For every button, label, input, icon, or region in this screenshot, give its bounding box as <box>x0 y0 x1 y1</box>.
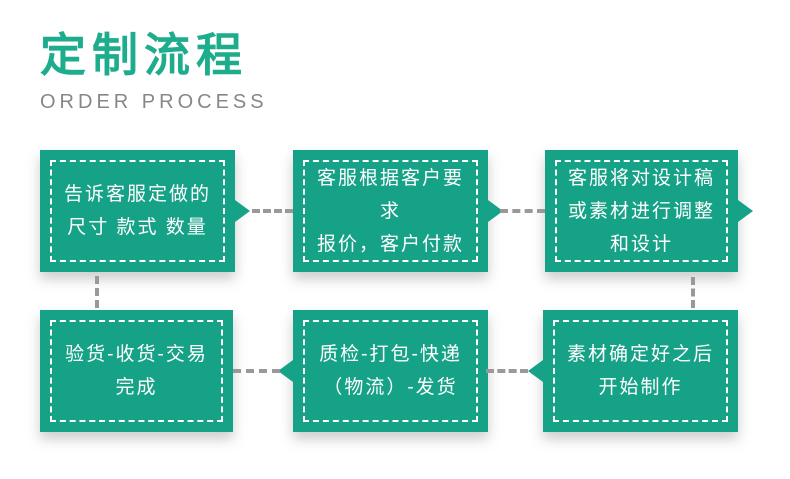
step-box-4: 素材确定好之后 开始制作 <box>528 310 738 432</box>
step-box-1: 告诉客服定做的 尺寸 款式 数量 <box>40 150 250 272</box>
arrow-right-icon <box>235 200 250 222</box>
step-text: 验货-收货-交易 完成 <box>65 344 208 398</box>
step-box-3: 客服将对设计稿 或素材进行调整 和设计 <box>545 150 753 272</box>
dashed-connector-step3-step4 <box>691 277 695 308</box>
dashed-connector-step5-step6 <box>233 369 280 373</box>
arrow-right-icon <box>488 200 503 222</box>
dashed-connector-step1-step2 <box>252 209 293 213</box>
page-title: 定制流程 <box>40 29 248 81</box>
dashed-connector-step4-step5 <box>486 369 528 373</box>
dashed-connector-step1-step6 <box>95 276 99 308</box>
header: 定制流程 ORDER PROCESS <box>40 28 268 114</box>
arrow-left-icon <box>528 360 543 382</box>
step-text: 素材确定好之后 开始制作 <box>566 344 714 398</box>
step-text: 告诉客服定做的 尺寸 款式 数量 <box>63 184 211 238</box>
step-text: 客服根据客户要求 报价，客户付款 <box>316 167 464 255</box>
step-text: 客服将对设计稿 或素材进行调整 和设计 <box>567 167 715 255</box>
step-box-5: 质检-打包-快递 （物流）-发货 <box>278 310 488 432</box>
arrow-left-icon <box>278 360 293 382</box>
step-text: 质检-打包-快递 （物流）-发货 <box>319 344 462 398</box>
step-box-2: 客服根据客户要求 报价，客户付款 <box>293 150 503 272</box>
page-subtitle: ORDER PROCESS <box>40 91 268 114</box>
step-box-6: 验货-收货-交易 完成 <box>40 310 233 432</box>
arrow-right-icon <box>738 200 753 222</box>
dashed-connector-step2-step3 <box>500 209 545 213</box>
